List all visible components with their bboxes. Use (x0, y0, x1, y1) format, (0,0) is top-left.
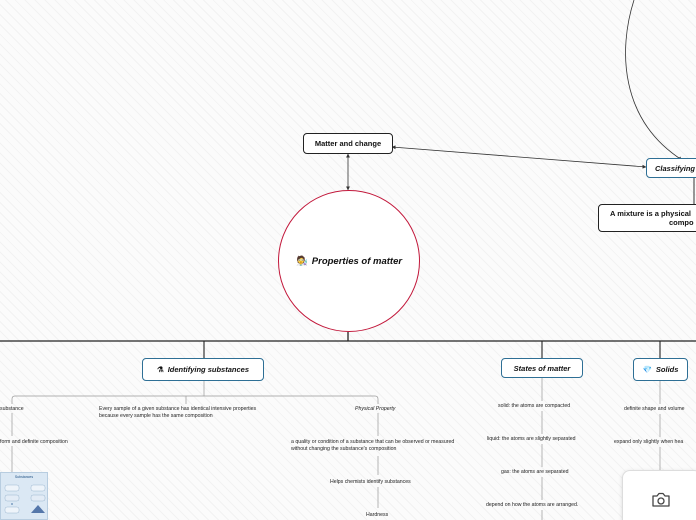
leaf-hardness[interactable]: Hardness (366, 512, 388, 518)
substances-image[interactable]: Substances (0, 472, 48, 520)
leaf-every-sample[interactable]: Every sample of a given substance has id… (99, 406, 269, 419)
topic-label-continued: compo (610, 218, 694, 227)
screenshot-button[interactable] (622, 470, 696, 520)
gem-icon: 💎 (643, 365, 652, 374)
leaf-helps-chemists[interactable]: Helps chemists identify substances (330, 479, 411, 485)
topic-identifying-substances[interactable]: ⚗ Identifying substances (142, 358, 264, 381)
leaf-substance[interactable]: substance (0, 406, 24, 412)
leaf-depend[interactable]: depend on how the atoms are arranged. (486, 502, 578, 508)
leaf-quality[interactable]: a quality or condition of a substance th… (291, 439, 463, 452)
leaf-liquid-atoms[interactable]: liquid: the atoms are slightly separated (487, 436, 576, 442)
topic-label: Identifying substances (168, 365, 249, 374)
leaf-solid-atoms[interactable]: solid: the atoms are compacted (498, 403, 570, 409)
camera-icon (651, 492, 671, 508)
substances-illustration (1, 479, 48, 519)
topic-matter-and-change[interactable]: Matter and change (303, 133, 393, 154)
leaf-form-composition[interactable]: form and definite composition (0, 439, 68, 445)
topic-label: States of matter (514, 364, 571, 373)
leaf-definite-shape[interactable]: definite shape and volume (624, 406, 685, 412)
flask-icon: ⚗ (157, 365, 164, 374)
central-topic[interactable]: 🧑‍🔬 Properties of matter (278, 190, 420, 332)
topic-label: Classifying (655, 164, 695, 173)
relation-arrow-matter-classifying (392, 147, 646, 167)
topic-label: A mixture is a physical (610, 209, 691, 218)
central-topic-label: Properties of matter (312, 256, 402, 267)
leaf-expand[interactable]: expand only slightly when hea (614, 439, 683, 445)
topic-mixture[interactable]: A mixture is a physical compo (598, 204, 696, 232)
topic-states-of-matter[interactable]: States of matter (501, 358, 583, 378)
topic-classifying[interactable]: Classifying (646, 158, 696, 178)
topic-label: Solids (656, 365, 679, 374)
scientist-icon: 🧑‍🔬 (296, 256, 308, 267)
topic-label: Matter and change (315, 139, 381, 148)
topic-solids[interactable]: 💎 Solids (633, 358, 688, 381)
leaf-physical-property[interactable]: Physical Property (355, 406, 395, 412)
leaf-gas-atoms[interactable]: gas: the atoms are separated (501, 469, 568, 475)
relation-curve (626, 0, 682, 160)
